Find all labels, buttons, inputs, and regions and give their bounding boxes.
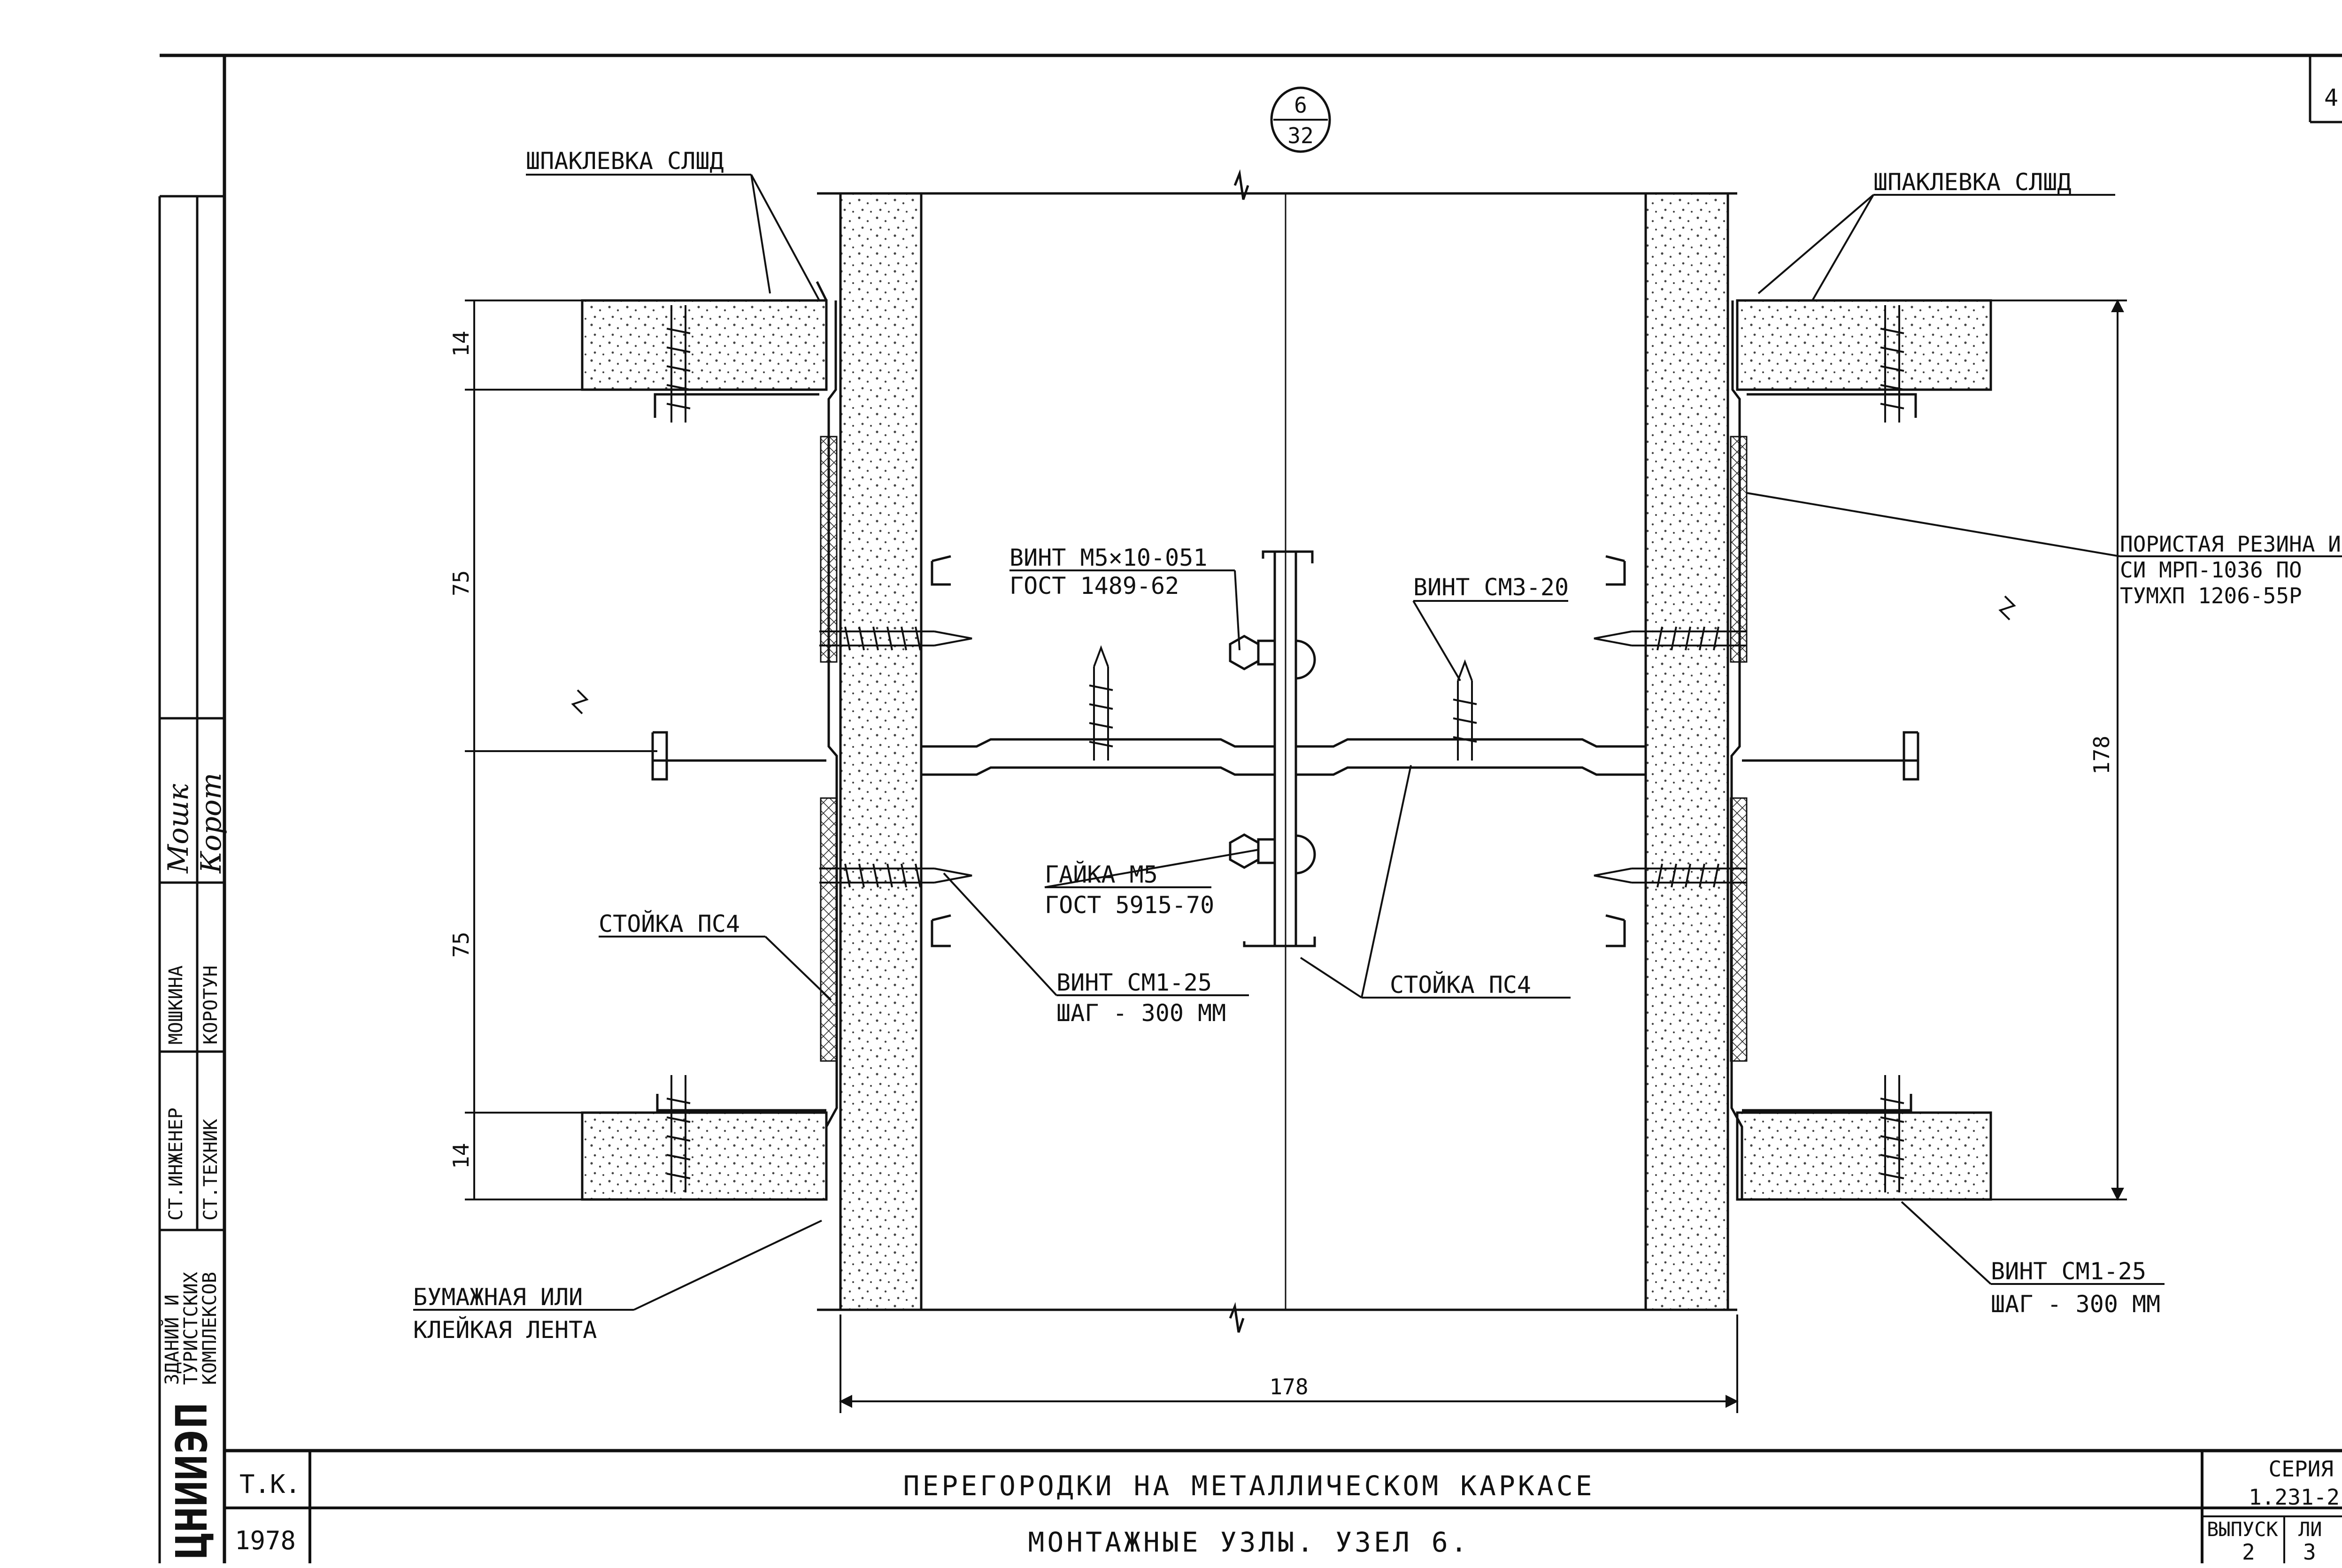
label-post-center: СТОЙКА ПС4 xyxy=(1390,971,1531,999)
tb-title-line-2: МОНТАЖНЫЕ УЗЛЫ. УЗЕЛ 6. xyxy=(1028,1526,1470,1558)
dim-75-bottom: 75 xyxy=(448,932,474,958)
stamp-signature-1: Мошк xyxy=(162,784,195,874)
label-screw-m5-1: ВИНТ М5×10-051 xyxy=(1009,544,1207,571)
label-screw-cm1-center-1: ВИНТ СМ1-25 xyxy=(1056,969,1212,996)
post-center xyxy=(921,550,1646,947)
partition-panel-outline xyxy=(817,169,1737,1333)
label-screw-cm1-center-2: ШАГ - 300 ММ xyxy=(1056,999,1226,1027)
label-putty-right: ШПАКЛЕВКА СЛШД xyxy=(1873,169,2071,196)
insulation-slabs xyxy=(581,299,1992,1201)
label-nut-2: ГОСТ 5915-70 xyxy=(1045,892,1214,919)
side-stamp xyxy=(158,195,224,1563)
stamp-org-line-3: КОМПЛЕКСОВ xyxy=(199,1272,221,1385)
dim-14-bottom: 14 xyxy=(448,1143,474,1169)
dim-75-top: 75 xyxy=(448,570,474,596)
self-tapping-screws xyxy=(666,305,1904,1192)
callout-bottom: 32 xyxy=(1287,123,1313,148)
label-post-left: СТОЙКА ПС4 xyxy=(599,910,740,938)
stamp-role-1: СТ.ИНЖЕНЕР xyxy=(165,1107,187,1221)
dim-178-height: 178 xyxy=(2089,736,2114,775)
title-block-text: Т.К. 1978 ПЕРЕГОРОДКИ НА МЕТАЛЛИЧЕСКОМ К… xyxy=(235,1456,2340,1565)
label-tape-1: БУМАЖНАЯ ИЛИ xyxy=(413,1284,583,1311)
tb-issue-value: 2 xyxy=(2242,1539,2255,1565)
stamp-org-line-1: ЗДАНИЙ И xyxy=(161,1294,183,1385)
insulation-right xyxy=(1644,192,1729,1311)
dimension-values: 14 75 75 14 178 178 xyxy=(448,331,2114,1399)
stamp-name-2: КОРОТУН xyxy=(200,965,222,1045)
label-rubber-1: ПОРИСТАЯ РЕЗИНА ИЗ Г xyxy=(2120,531,2342,557)
tb-series-label: СЕРИЯ xyxy=(2269,1456,2334,1482)
label-screw-cm1-right-1: ВИНТ СМ1-25 xyxy=(1991,1258,2146,1285)
stamp-org-line-2: ТУРИСТСКИХ xyxy=(180,1272,202,1385)
label-screw-cm1-right-2: ШАГ - 300 ММ xyxy=(1991,1291,2160,1318)
stamp-name-1: МОШКИНА xyxy=(165,965,187,1045)
tb-title-line-1: ПЕРЕГОРОДКИ НА МЕТАЛЛИЧЕСКОМ КАРКАСЕ xyxy=(903,1470,1595,1502)
label-nut-1: ГАЙКА М5 xyxy=(1045,861,1158,888)
post-right xyxy=(1730,300,1919,1199)
tb-sheet-label: ЛИ xyxy=(2298,1518,2322,1541)
label-rubber-2: СИ МРП-1036 ПО xyxy=(2120,557,2302,583)
sheet-frame xyxy=(160,54,2342,1563)
stamp-org-logo: ЦНИИЭП xyxy=(167,1403,217,1559)
post-left xyxy=(651,281,838,1199)
annotations: ШПАКЛЕВКА СЛШД ШПАКЛЕВКА СЛШД ВИНТ М5×10… xyxy=(413,147,2342,1344)
label-tape-2: КЛЕЙКАЯ ЛЕНТА xyxy=(413,1316,597,1344)
stamp-signature-2: Корот xyxy=(195,773,228,874)
callout-top: 6 xyxy=(1294,92,1307,118)
bolt-nut-m5-lower xyxy=(1229,833,1316,875)
label-rubber-3: ТУМХП 1206-55Р xyxy=(2120,583,2302,608)
node-callout: 6 32 xyxy=(1270,86,1331,153)
dim-178-width: 178 xyxy=(1269,1374,1308,1399)
tb-series-value: 1.231-2 xyxy=(2249,1484,2340,1510)
label-screw-m5-2: ГОСТ 1489-62 xyxy=(1009,572,1179,600)
tb-sheet-value: 3 xyxy=(2303,1539,2316,1565)
stamp-role-2: СТ.ТЕХНИК xyxy=(200,1119,222,1221)
sheet-corner-number: 4 xyxy=(2324,84,2338,111)
dimension-lines xyxy=(465,299,2127,1413)
label-screw-cm3: ВИНТ СМ3-20 xyxy=(1413,574,1569,601)
tb-year: 1978 xyxy=(235,1526,296,1555)
label-putty-left: ШПАКЛЕВКА СЛШД xyxy=(526,147,724,175)
leader-lines xyxy=(413,174,2342,1311)
insulation-left xyxy=(839,192,923,1311)
title-block xyxy=(224,1451,2342,1563)
rubber-gaskets xyxy=(820,436,1748,1062)
side-stamp-text: СТ.ИНЖЕНЕР СТ.ТЕХНИК МОШКИНА КОРОТУН Мош… xyxy=(161,773,228,1559)
bolt-nut-m5-upper xyxy=(1229,635,1316,680)
tb-issue-label: ВЫПУСК xyxy=(2207,1518,2278,1541)
dim-14-top: 14 xyxy=(448,331,474,357)
tb-code: Т.К. xyxy=(239,1469,300,1499)
